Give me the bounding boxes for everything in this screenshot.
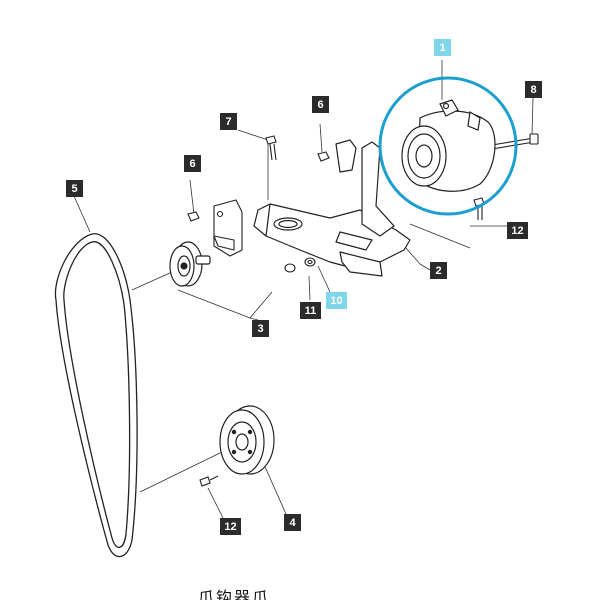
- bracket-assembly: [253, 139, 411, 277]
- callout-1[interactable]: 1: [434, 39, 451, 56]
- callout-4[interactable]: 4: [284, 514, 301, 531]
- highlight-circle: [378, 76, 518, 216]
- compressor: [401, 99, 496, 192]
- callout-10[interactable]: 10: [326, 292, 347, 309]
- callout-5[interactable]: 5: [66, 180, 83, 197]
- tensioner-plate: [213, 199, 243, 257]
- callout-3[interactable]: 3: [252, 320, 269, 337]
- callout-6-right[interactable]: 6: [312, 96, 329, 113]
- callout-2[interactable]: 2: [430, 262, 447, 279]
- callout-11[interactable]: 11: [300, 302, 321, 319]
- callout-12-bottom[interactable]: 12: [220, 518, 241, 535]
- callout-7[interactable]: 7: [220, 113, 237, 130]
- footer-text: 爪钩器爪: [198, 588, 271, 600]
- idler-pulley: [169, 241, 211, 287]
- bolts: [187, 133, 539, 487]
- v-belt: [54, 233, 138, 558]
- callout-8[interactable]: 8: [525, 81, 542, 98]
- callout-6-left[interactable]: 6: [184, 155, 201, 172]
- callout-12-right[interactable]: 12: [507, 222, 528, 239]
- crank-pulley: [219, 405, 275, 475]
